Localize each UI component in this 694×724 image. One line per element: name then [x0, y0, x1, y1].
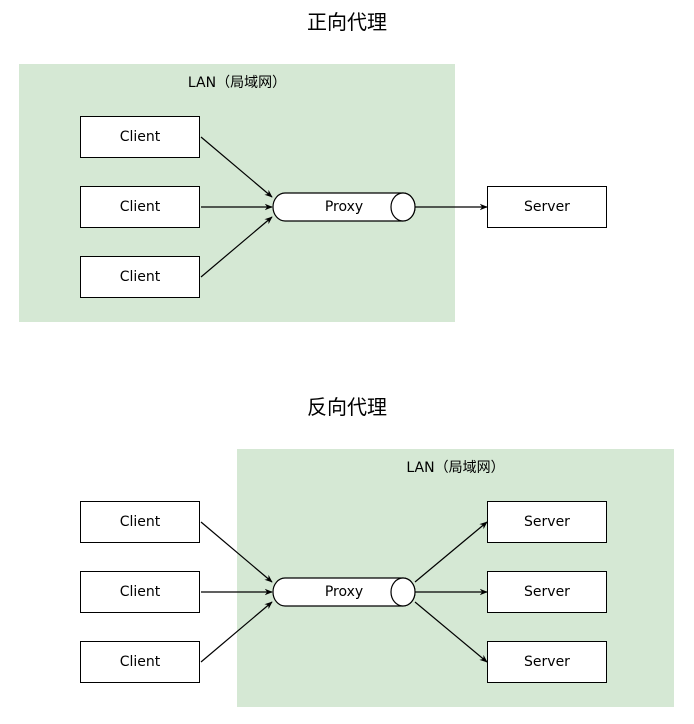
forward-proxy-label: Proxy [324, 199, 364, 215]
reverse-client-3: Client [80, 641, 200, 683]
client-label: Client [119, 199, 161, 215]
reverse-edge-client1-proxy [200, 521, 273, 583]
reverse-server-3: Server [487, 641, 607, 683]
client-label: Client [119, 654, 161, 670]
forward-lan-label: LAN（局域网） [187, 75, 287, 91]
client-label: Client [119, 514, 161, 530]
server-label: Server [524, 199, 570, 215]
forward-proxy-title: 正向代理 [307, 10, 387, 34]
reverse-proxy-node [272, 577, 416, 607]
forward-client-2: Client [80, 186, 200, 228]
reverse-client-2: Client [80, 571, 200, 613]
reverse-proxy-label: Proxy [324, 584, 364, 600]
client-label: Client [119, 584, 161, 600]
forward-edge-client1-proxy [200, 136, 273, 198]
client-label: Client [119, 269, 161, 285]
server-label: Server [524, 584, 570, 600]
server-label: Server [524, 654, 570, 670]
reverse-edge-proxy-server1 [414, 521, 488, 583]
reverse-client-1: Client [80, 501, 200, 543]
forward-server-1: Server [487, 186, 607, 228]
forward-edge-client3-proxy [200, 216, 273, 278]
reverse-server-1: Server [487, 501, 607, 543]
reverse-lan-label: LAN（局域网） [406, 460, 505, 476]
reverse-server-2: Server [487, 571, 607, 613]
forward-client-3: Client [80, 256, 200, 298]
reverse-edge-client3-proxy [200, 601, 273, 663]
client-label: Client [119, 129, 161, 145]
server-label: Server [524, 514, 570, 530]
reverse-edge-proxy-server3 [414, 601, 488, 663]
reverse-proxy-title: 反向代理 [307, 395, 387, 419]
forward-client-1: Client [80, 116, 200, 158]
forward-proxy-node [272, 192, 416, 222]
